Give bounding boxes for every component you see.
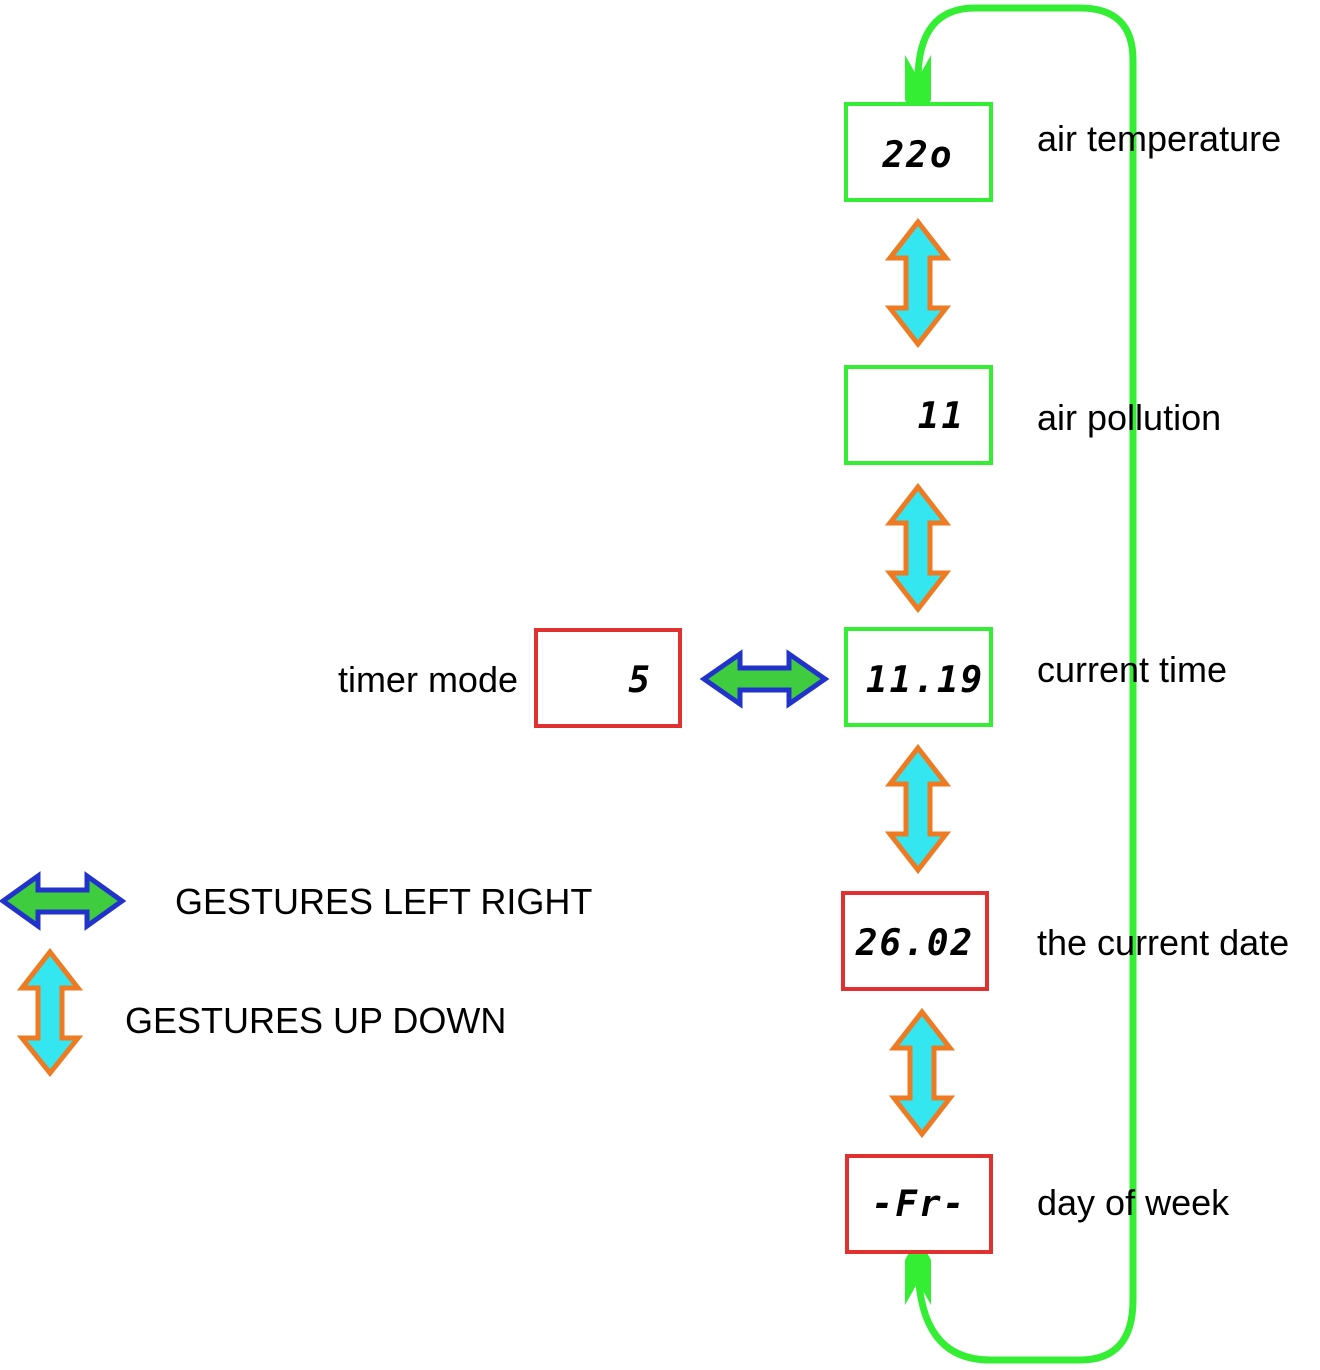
state-day-of-week: -Fr- day of week: [845, 1154, 1230, 1254]
state-label: current time: [1037, 649, 1227, 690]
display-box: [534, 628, 682, 728]
display-value: 22o: [881, 135, 953, 176]
display-box: [841, 891, 989, 991]
display-value: 26.02: [855, 923, 974, 964]
display-value: -Fr-: [872, 1184, 967, 1225]
display-box: [844, 365, 993, 465]
updown-arrow-icon: [884, 482, 952, 614]
legend-updown-label: GESTURES UP DOWN: [125, 1000, 506, 1041]
updown-arrow-icon: [884, 743, 952, 875]
display-value: 11.19: [866, 660, 984, 701]
display-box: [845, 1154, 993, 1254]
legend-updown-arrow-icon: [16, 947, 84, 1078]
leftright-arrow-icon: [699, 649, 830, 709]
display-value: 5: [628, 660, 652, 701]
state-label: timer mode: [338, 659, 518, 700]
state-label: day of week: [1037, 1182, 1230, 1223]
display-box: [844, 627, 993, 727]
state-label: air pollution: [1037, 397, 1221, 438]
updown-arrow-icon: [884, 217, 952, 349]
state-current-time: 11.19 current time: [844, 627, 1227, 727]
updown-arrow-icon: [888, 1007, 956, 1139]
state-timer-mode: 5 timer mode: [338, 628, 682, 728]
legend: GESTURES LEFT RIGHT GESTURES UP DOWN: [0, 871, 592, 1078]
display-box: [844, 102, 993, 202]
state-current-date: 26.02 the current date: [841, 891, 1289, 991]
legend-leftright-arrow-icon: [0, 871, 127, 931]
display-value: 11: [918, 396, 965, 437]
state-air-pollution: 11 air pollution: [844, 365, 1221, 465]
state-label: air temperature: [1037, 118, 1281, 159]
loop-line: [914, 4, 1137, 1364]
state-label: the current date: [1037, 922, 1289, 963]
state-air-temperature: 22o air temperature: [844, 102, 1281, 202]
legend-leftright-label: GESTURES LEFT RIGHT: [175, 881, 592, 922]
